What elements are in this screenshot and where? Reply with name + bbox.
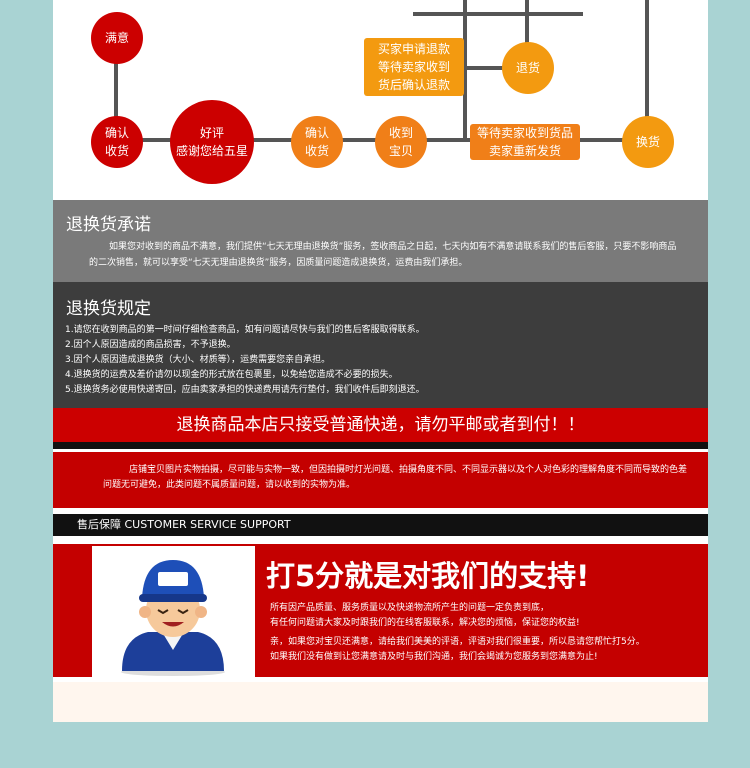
shipping-banner: 退换商品本店只接受普通快递，请勿平邮或者到付！！: [53, 408, 708, 442]
section-title: 退换货承诺: [66, 215, 151, 235]
connector: [413, 12, 583, 16]
rules-list: 1.请您在收到商品的第一时间仔细检查商品，如有问题请尽快与我们的售后客服取得联系…: [65, 323, 425, 398]
commitment-text: 如果您对收到的商品不满意，我们提供“七天无理由退换货”服务，签收商品之日起，七天…: [89, 242, 677, 268]
good-review-node: 好评 感谢您给五星: [170, 100, 254, 184]
rule-item: 3.因个人原因造成退换货（大小、材质等），运费需要您亲自承担。: [65, 355, 331, 365]
color-note-text: 店铺宝贝图片实物拍摄，尽可能与实物一致，但因拍摄时灯光问题、拍摄角度不同、不同显…: [103, 465, 688, 490]
connector: [463, 0, 467, 140]
support-text-1: 所有因产品质量、服务质量以及快递物流所产生的问题一定负责到底，: [270, 603, 550, 613]
return-goods-node: 退货: [502, 42, 554, 94]
refund-request-box: 买家申请退款 等待卖家收到 货后确认退款: [364, 38, 464, 96]
support-headline: 打5分就是对我们的支持!: [266, 559, 590, 593]
satisfied-node: 满意: [91, 12, 143, 64]
support-text-4: 如果我们没有做到让您满意请及时与我们沟通，我们会竭诚为您服务到您满意为止!: [270, 652, 598, 662]
section-title: 退换货规定: [66, 299, 151, 319]
exchange-wait-box: 等待卖家收到货品 卖家重新发货: [470, 124, 580, 160]
page: 满意 确认 收货 好评 感谢您给五星 确认 收货 收到 宝贝 买家申请退款 等待…: [53, 0, 708, 722]
support-text-2: 有任何问题请大家及时跟我们的在线客服联系，解决您的烦恼，保证您的权益!: [270, 618, 580, 628]
divider: [53, 442, 708, 449]
return-rules-section: 退换货规定 1.请您在收到商品的第一时间仔细检查商品，如有问题请尽快与我们的售后…: [53, 282, 708, 408]
connector: [114, 38, 118, 138]
footer-blank: [53, 682, 708, 722]
rule-item: 2.因个人原因造成的商品损害，不予退换。: [65, 340, 236, 350]
connector: [645, 0, 649, 140]
exchange-goods-node: 换货: [622, 116, 674, 168]
return-commitment-section: 退换货承诺 如果您对收到的商品不满意，我们提供“七天无理由退换货”服务，签收商品…: [53, 200, 708, 282]
support-header: 售后保障 CUSTOMER SERVICE SUPPORT: [53, 514, 708, 536]
rule-item: 1.请您在收到商品的第一时间仔细检查商品，如有问题请尽快与我们的售后客服取得联系…: [65, 325, 425, 335]
color-note: 店铺宝贝图片实物拍摄，尽可能与实物一致，但因拍摄时灯光问题、拍摄角度不同、不同显…: [53, 452, 708, 508]
service-avatar: [92, 546, 255, 677]
service-person-icon: [121, 560, 225, 676]
received-item-node: 收到 宝贝: [375, 116, 427, 168]
process-flowchart: 满意 确认 收货 好评 感谢您给五星 确认 收货 收到 宝贝 买家申请退款 等待…: [53, 0, 708, 200]
confirm-receipt-node: 确认 收货: [91, 116, 143, 168]
connector: [463, 66, 529, 70]
connector: [525, 0, 529, 68]
support-text-3: 亲，如果您对宝贝还满意，请给我们美美的评语，评语对我们很重要，所以恳请您帮忙打5…: [270, 637, 645, 647]
rule-item: 4.退换货的运费及差价请勿以现金的形式放在包裹里，以免给您造成不必要的损失。: [65, 370, 398, 380]
support-header-text: 售后保障 CUSTOMER SERVICE SUPPORT: [77, 518, 291, 531]
rule-item: 5.退换货务必使用快递寄回，应由卖家承担的快递费用请先行垫付，我们收件后即刻退还…: [65, 385, 425, 395]
confirm-receipt-node-2: 确认 收货: [291, 116, 343, 168]
